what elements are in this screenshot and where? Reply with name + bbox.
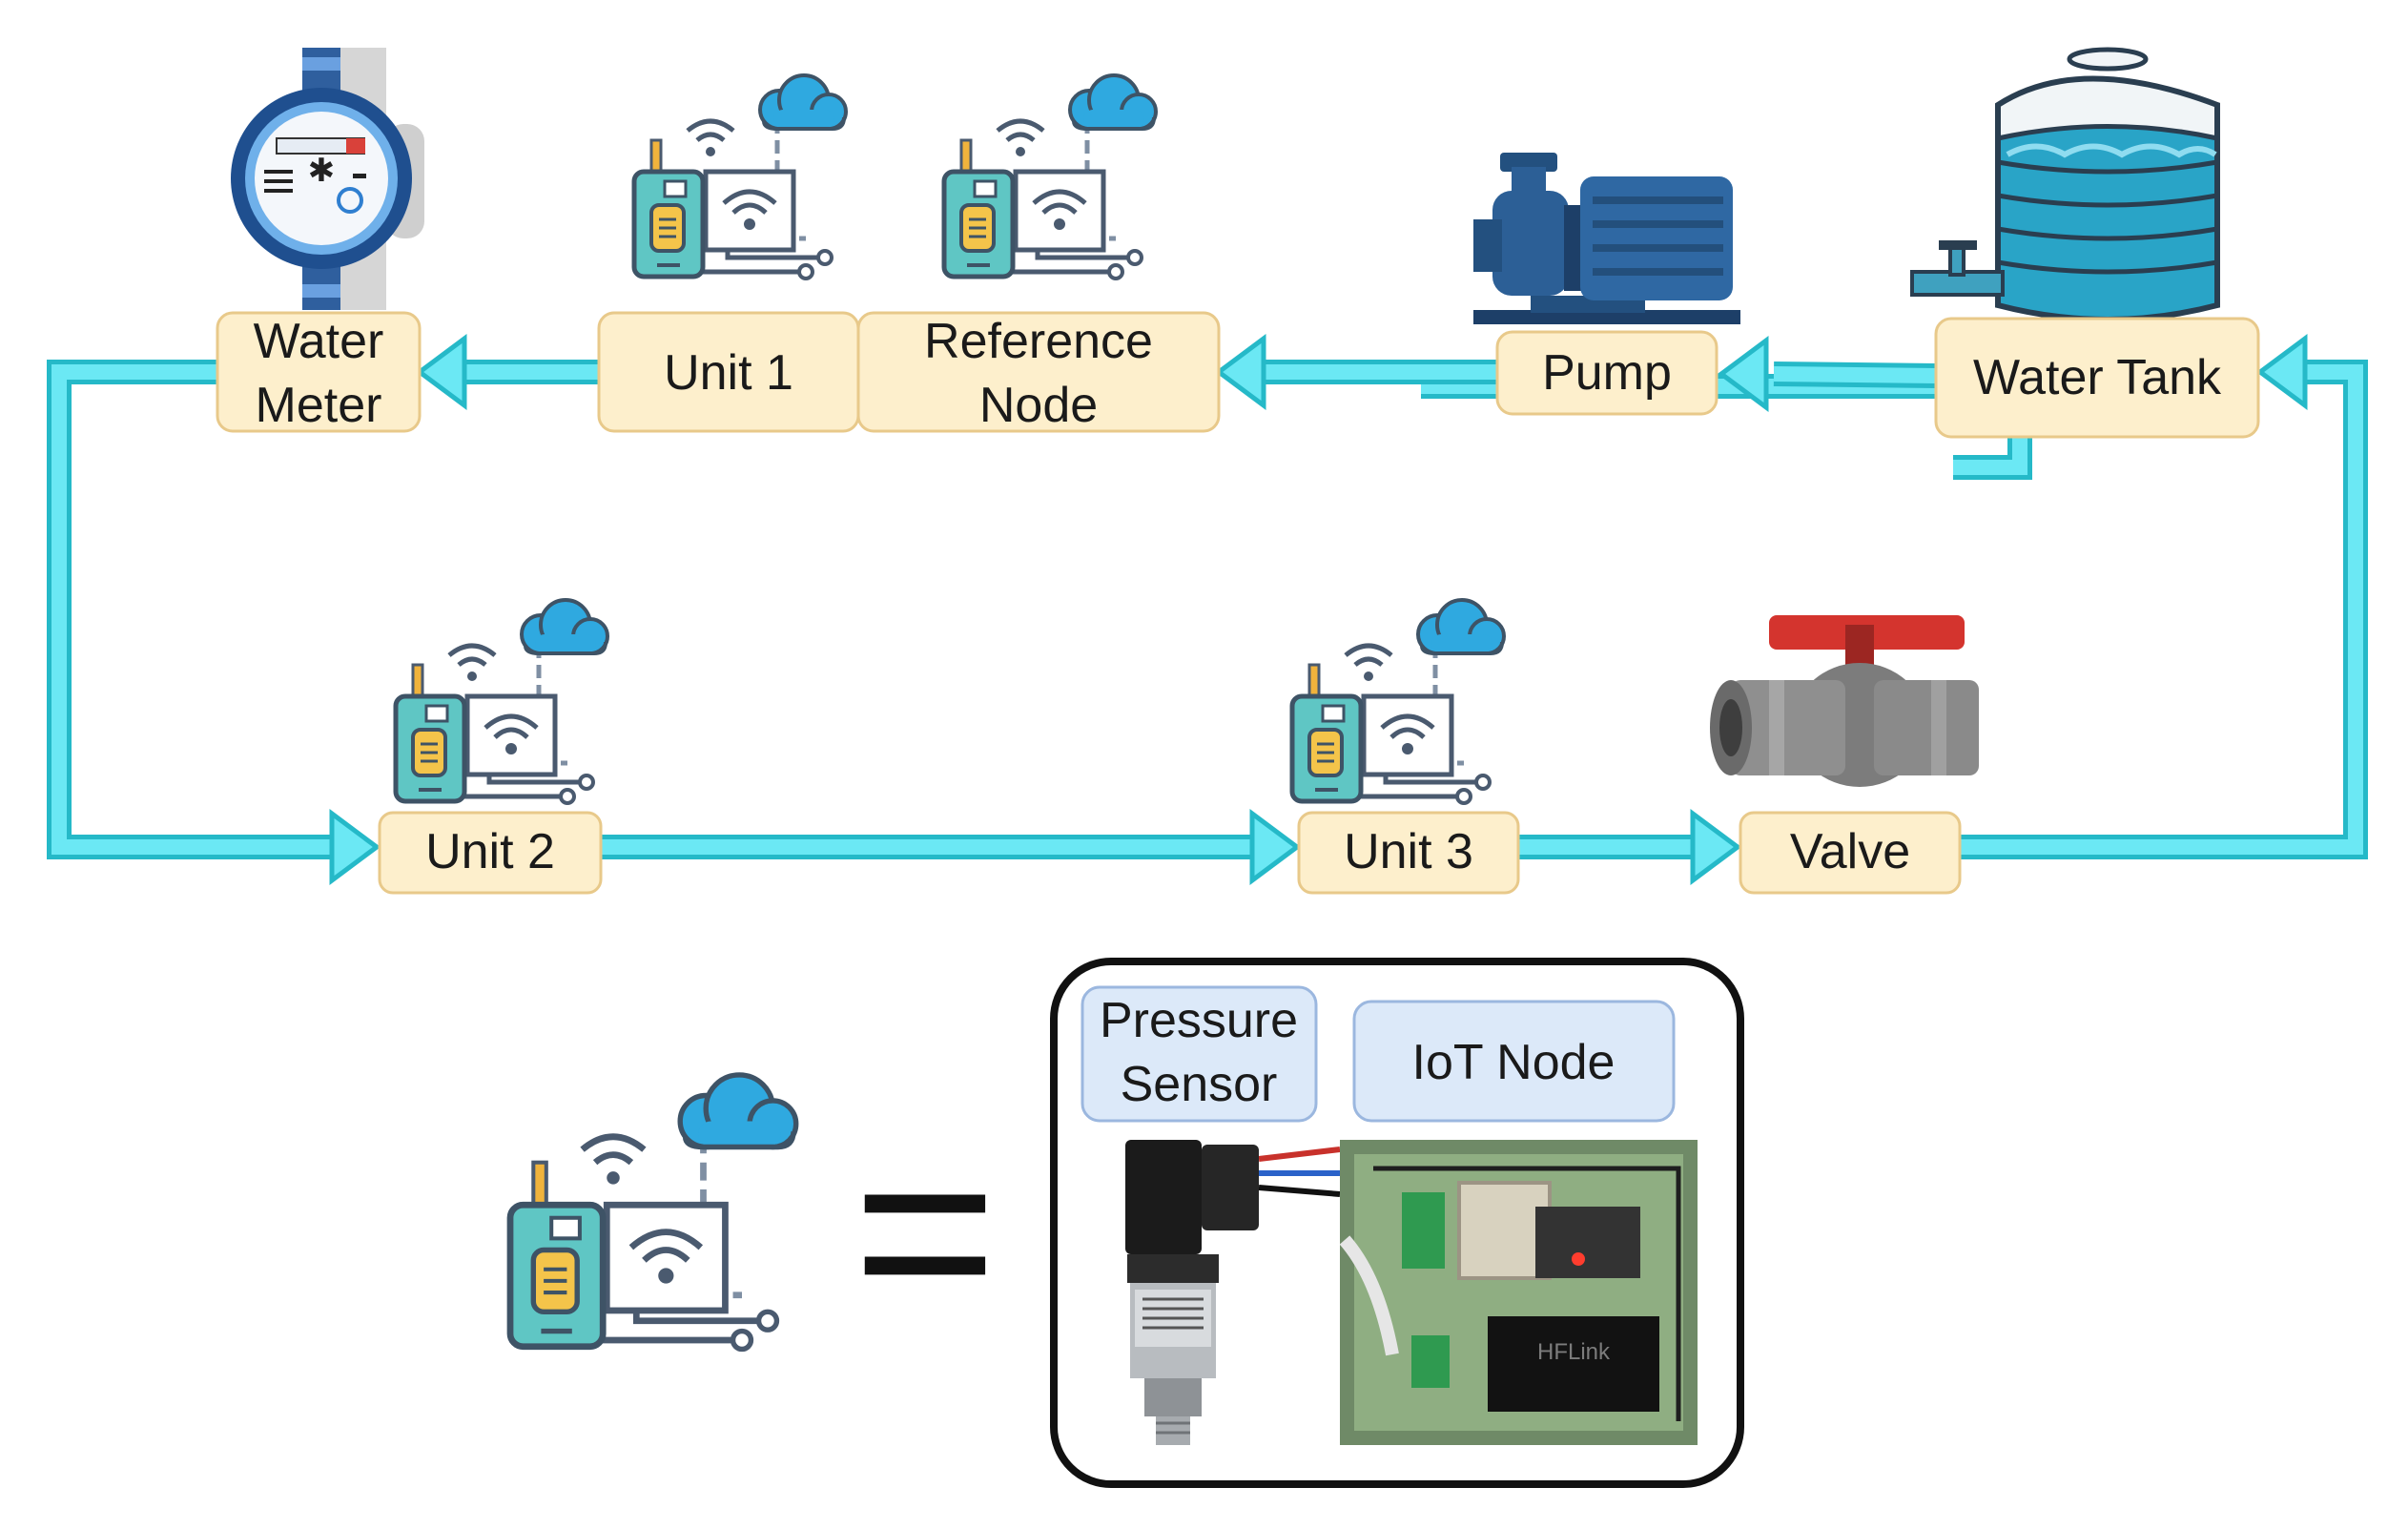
pressure-sensor-label-line-2: Sensor [1121, 1057, 1278, 1112]
water-meter-icon: ✱ [231, 48, 424, 310]
unit-1-label: Unit 1 [664, 345, 793, 401]
unit-2-label: Unit 2 [425, 824, 555, 879]
reference-node-label-line-1: Reference [924, 314, 1153, 369]
unit-2-iot-icon [396, 600, 607, 803]
arrow-into-unit-2 [329, 809, 381, 885]
reference-node-iot-icon [944, 75, 1156, 279]
unit-3-iot-icon [1292, 600, 1504, 803]
arrow-into-pump [1717, 336, 1769, 412]
arrow-into-unit-3 [1249, 809, 1302, 885]
unit-3-label: Unit 3 [1344, 824, 1473, 879]
pressure-sensor-label-box: Pressure Sensor [1081, 985, 1318, 1123]
equals-symbol: = [853, 1093, 998, 1370]
arrow-into-valve [1690, 809, 1742, 885]
legend-iot-icon [510, 1075, 796, 1350]
arrow-into-water-meter [415, 334, 467, 410]
iot-node-label: IoT Node [1412, 1035, 1616, 1090]
pressure-sensor-photo [1125, 1140, 1341, 1445]
water-tank-label: Water Tank [1973, 350, 2222, 405]
node-unit-3: Unit 3 [1297, 811, 1520, 895]
pcb-module-label: HFLink [1537, 1339, 1611, 1365]
pressure-sensor-label-line-1: Pressure [1100, 993, 1298, 1048]
arrow-into-reference-node [1214, 334, 1266, 410]
pump-label: Pump [1542, 345, 1672, 401]
arrow-into-water-tank [2255, 334, 2308, 410]
node-unit-2: Unit 2 [378, 811, 603, 895]
iot-node-label-box: IoT Node [1352, 1000, 1676, 1123]
node-valve: Valve [1739, 811, 1962, 895]
node-pump: Pump [1495, 330, 1719, 416]
node-water-tank: Water Tank [1934, 317, 2260, 439]
legend-hardware-panel: Pressure Sensor IoT Node [1050, 958, 1744, 1488]
unit-1-iot-icon [634, 75, 846, 279]
svg-text:✱: ✱ [308, 153, 336, 189]
pipe-network [47, 334, 2368, 885]
node-water-meter: Water Meter [216, 311, 422, 433]
water-meter-label-line-2: Meter [256, 378, 382, 433]
node-unit-1: Unit 1 [597, 311, 860, 433]
valve-label: Valve [1790, 824, 1910, 879]
node-reference-node: Reference Node [856, 311, 1221, 433]
water-meter-label-line-1: Water [254, 314, 384, 369]
water-tank-icon [1910, 47, 2220, 322]
iot-node-photo: HFLink [1339, 1140, 1698, 1445]
pump-icon [1473, 153, 1740, 324]
reference-node-label-line-2: Node [979, 378, 1098, 433]
valve-icon [1710, 615, 1979, 787]
